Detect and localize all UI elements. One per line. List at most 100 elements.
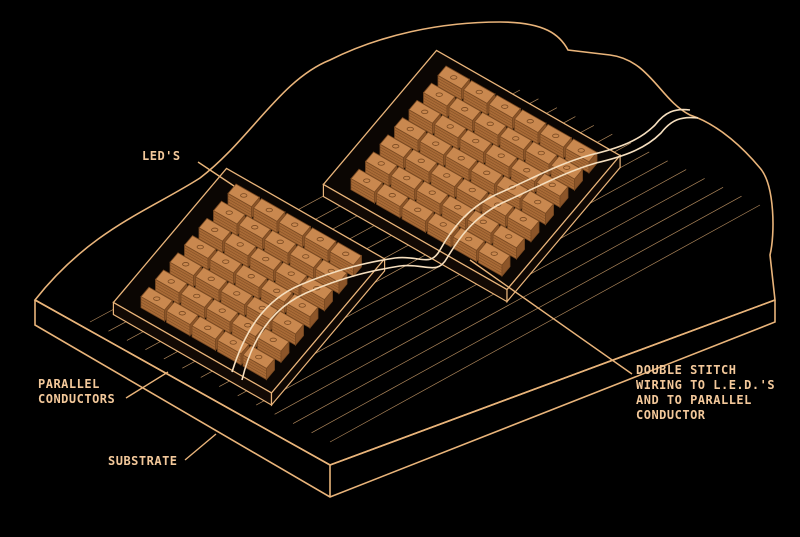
led-chip	[506, 207, 540, 243]
led-chip-stripe	[213, 218, 238, 233]
led-chip-stripe	[275, 279, 300, 294]
led-chip-stripe	[478, 259, 503, 274]
led-chip	[154, 269, 188, 305]
led-chip-stripe	[401, 213, 426, 228]
led-emitter	[428, 190, 436, 195]
led-chip-stripe	[423, 95, 448, 110]
led-chip-stripe	[423, 100, 448, 115]
led-chip-stripe	[452, 242, 477, 257]
led-emitter	[417, 158, 425, 164]
led-emitter	[563, 165, 571, 170]
led-chip-stripe	[238, 233, 263, 248]
led-chip-side	[324, 289, 333, 312]
led-chip-stripe	[536, 188, 561, 203]
led-chip	[390, 166, 424, 202]
led-chip-stripe	[459, 141, 484, 156]
led-emitter	[439, 222, 447, 227]
led-chip-stripe	[169, 267, 194, 282]
led-chip-stripe	[427, 224, 452, 239]
led-chip-stripe	[514, 124, 539, 139]
led-emitter	[302, 254, 310, 259]
led-emitter	[421, 109, 429, 115]
led-chip-stripe	[350, 183, 375, 198]
led-emitter	[255, 354, 263, 360]
led-emitter	[273, 288, 281, 294]
led-emitter	[501, 104, 509, 109]
led-chip-stripe	[467, 227, 492, 242]
led-emitter	[287, 271, 295, 276]
led-chip-side	[280, 340, 290, 364]
led-chip	[477, 241, 511, 278]
led-chip-stripe	[481, 205, 506, 220]
led-emitter	[207, 276, 215, 282]
led-chip-stripe	[235, 276, 260, 291]
led-chip-stripe	[224, 250, 249, 265]
led-chip-stripe	[253, 216, 278, 230]
led-chip-stripe	[166, 313, 191, 328]
led-chip-stripe	[260, 291, 285, 306]
led-chip-stripe	[507, 219, 532, 234]
led-chip-stripe	[474, 129, 499, 144]
led-chip-stripe	[191, 328, 216, 343]
led-chip-stripe	[416, 198, 441, 213]
double-stitch-label-line-3: AND TO PARALLEL	[636, 393, 752, 407]
led-chip-stripe	[521, 202, 546, 217]
double-stitch-label-line-2: WIRING TO L.E.D.'S	[636, 378, 775, 392]
led-chip-stripe	[155, 284, 180, 299]
led-chip-stripe	[184, 250, 209, 265]
led-chip-stripe	[166, 319, 191, 334]
led-chip-stripe	[271, 323, 296, 338]
led-chip-stripe	[257, 345, 282, 360]
led-chip-stripe	[184, 247, 209, 262]
led-chip-stripe	[264, 242, 289, 257]
led-chip-stripe	[452, 245, 477, 259]
led-chip-stripe	[180, 299, 205, 314]
led-emitter	[218, 308, 226, 313]
led-emitter	[479, 219, 487, 225]
conductor-line	[292, 187, 724, 424]
led-emitter	[363, 178, 371, 183]
led-chip-stripe	[456, 190, 481, 205]
led-emitter	[225, 210, 233, 215]
led-chip-stripe	[365, 166, 390, 181]
led-chip-stripe	[289, 256, 314, 271]
led-chip-stripe	[488, 109, 513, 124]
led-chip-stripe	[209, 267, 234, 282]
led-emitter	[222, 259, 230, 264]
leds-label: LED'S	[142, 149, 181, 163]
led-chip	[271, 310, 305, 347]
front-led-array	[112, 167, 386, 407]
led-chip-side	[530, 220, 540, 243]
led-chip-stripe	[140, 301, 165, 316]
led-emitter	[486, 121, 494, 127]
labels: LED'S PARALLEL CONDUCTORS DOUBLE STITCH …	[38, 149, 775, 468]
led-chip-stripe	[448, 112, 473, 127]
array-base-side	[506, 153, 621, 304]
led-emitter	[251, 225, 259, 230]
led-emitter	[432, 141, 440, 146]
double-stitch-label-line-1: DOUBLE STITCH	[636, 363, 736, 377]
led-emitter	[211, 227, 219, 233]
led-chip-stripe	[445, 164, 470, 179]
led-chip-stripe	[401, 210, 426, 225]
led-chip-stripe	[470, 173, 495, 188]
led-chip	[180, 284, 214, 320]
led-chip-stripe	[304, 245, 329, 260]
led-chip-stripe	[224, 244, 249, 259]
led-emitter	[269, 337, 277, 343]
led-chip-stripe	[169, 264, 194, 279]
led-emitter	[534, 199, 542, 205]
led-chip-stripe	[231, 325, 256, 340]
led-emitter	[457, 156, 465, 161]
led-emitter	[291, 222, 299, 227]
led-chip-stripe	[492, 239, 517, 254]
led-emitter	[443, 173, 451, 178]
led-emitter	[204, 325, 212, 331]
led-chip-stripe	[191, 331, 216, 346]
led-chip-stripe	[481, 207, 506, 222]
led-emitter	[247, 274, 255, 279]
led-emitter	[153, 296, 161, 301]
led-chip-stripe	[499, 141, 524, 156]
led-chip-stripe	[304, 242, 329, 257]
